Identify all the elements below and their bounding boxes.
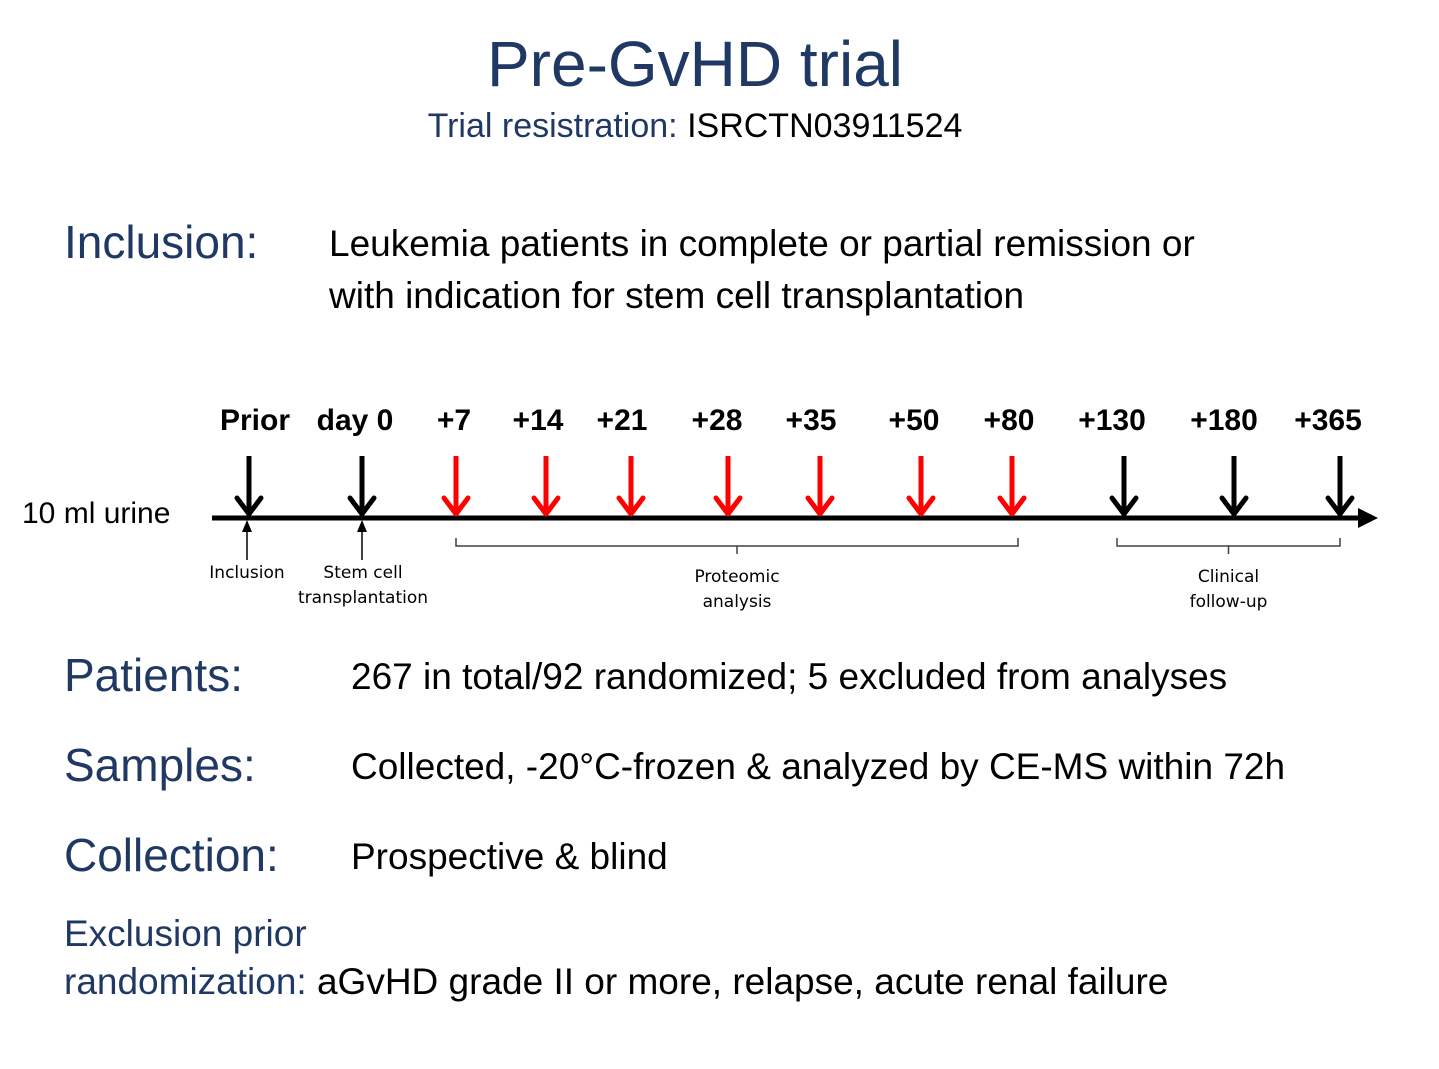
- bracket-label: Clinical: [1198, 567, 1259, 587]
- marker-label: Inclusion: [209, 563, 284, 583]
- inclusion-text-line2: with indication for stem cell transplant…: [329, 275, 1025, 316]
- bracket-label: Proteomic: [694, 567, 779, 587]
- marker-label: transplantation: [298, 588, 428, 608]
- sampling-arrow-black: [1219, 456, 1249, 517]
- trial-registration: Trial resistration: ISRCTN03911524: [0, 104, 1390, 148]
- timeline-marker: Inclusion: [209, 520, 285, 583]
- marker-arrowhead: [242, 520, 252, 532]
- sampling-arrow-red: [616, 456, 646, 517]
- collection-label: Collection:: [64, 829, 279, 881]
- sampling-arrow-black: [1109, 456, 1139, 517]
- timeline-axis-arrowhead: [1358, 508, 1378, 528]
- sampling-arrow-head: [234, 495, 264, 517]
- sampling-arrow-head: [616, 495, 646, 517]
- timeline-bracket: Proteomic analysis: [455, 538, 1019, 612]
- exclusion-label-line1: Exclusion prior: [64, 913, 307, 954]
- timepoint-label: +80: [984, 404, 1035, 437]
- samples-label: Samples:: [64, 739, 256, 791]
- timepoint-label: +35: [786, 404, 837, 437]
- timeline-bracket: Clinical follow-up: [1116, 538, 1341, 612]
- sampling-arrow-head: [1219, 495, 1249, 517]
- sampling-arrow-red: [906, 456, 936, 517]
- timepoint-label: +7: [437, 404, 471, 437]
- timepoint-label: +14: [513, 404, 564, 437]
- sampling-arrow-head: [1325, 495, 1355, 517]
- sampling-arrow-red: [997, 456, 1027, 517]
- exclusion-label-line2: randomization:: [64, 961, 307, 1002]
- sampling-arrow-black: [1325, 456, 1355, 517]
- timepoint-label: Prior: [220, 404, 290, 437]
- inclusion-label: Inclusion:: [64, 216, 259, 268]
- registration-label: Trial resistration:: [427, 107, 678, 145]
- sampling-arrow-head: [906, 495, 936, 517]
- sampling-arrow-black: [234, 456, 264, 517]
- sampling-arrow-head: [531, 495, 561, 517]
- bracket-label: analysis: [703, 592, 772, 612]
- timepoint-label: +365: [1294, 404, 1362, 437]
- sampling-arrow-black: [347, 456, 377, 517]
- exclusion-value: aGvHD grade II or more, relapse, acute r…: [316, 961, 1169, 1002]
- collection-value: Prospective & blind: [351, 836, 668, 877]
- samples-value: Collected, -20°C-frozen & analyzed by CE…: [351, 746, 1286, 787]
- inclusion-text-line1: Leukemia patients in complete or partial…: [329, 223, 1195, 264]
- sampling-arrow-red: [531, 456, 561, 517]
- bracket-line: [455, 538, 1019, 554]
- timepoint-label: +28: [692, 404, 743, 437]
- timepoint-label: +180: [1190, 404, 1258, 437]
- timepoint-label: +50: [889, 404, 940, 437]
- marker-label: Stem cell: [323, 563, 402, 583]
- sample-volume-label: 10 ml urine: [22, 497, 170, 530]
- marker-arrowhead: [357, 520, 367, 532]
- exclusion-row: randomization: aGvHD grade II or more, r…: [64, 958, 1168, 1006]
- timeline-axis: [212, 508, 1378, 528]
- sampling-arrow-head: [805, 495, 835, 517]
- bracket-label: follow-up: [1190, 592, 1268, 612]
- patients-label: Patients:: [64, 649, 243, 701]
- sampling-arrow-head: [997, 495, 1027, 517]
- sampling-arrow-head: [1109, 495, 1139, 517]
- sampling-arrow-head: [441, 495, 471, 517]
- timepoint-label: day 0: [317, 404, 394, 437]
- sampling-arrow-red: [713, 456, 743, 517]
- sampling-arrow-red: [805, 456, 835, 517]
- sampling-timeline: 10 ml urine Prior day 0 +7 +14 +21 +28 +35 +50 +…: [22, 404, 1378, 612]
- page-title: Pre-GvHD trial: [486, 28, 904, 100]
- bracket-line: [1116, 538, 1341, 554]
- patients-value: 267 in total/92 randomized; 5 excluded f…: [351, 656, 1228, 697]
- sampling-arrow-head: [347, 495, 377, 517]
- timeline-marker: Stem cell transplantation: [298, 520, 428, 608]
- timepoint-label: +130: [1078, 404, 1146, 437]
- timepoint-label: +21: [597, 404, 648, 437]
- sampling-arrow-head: [713, 495, 743, 517]
- registration-id: ISRCTN03911524: [687, 107, 963, 145]
- sampling-arrow-red: [441, 456, 471, 517]
